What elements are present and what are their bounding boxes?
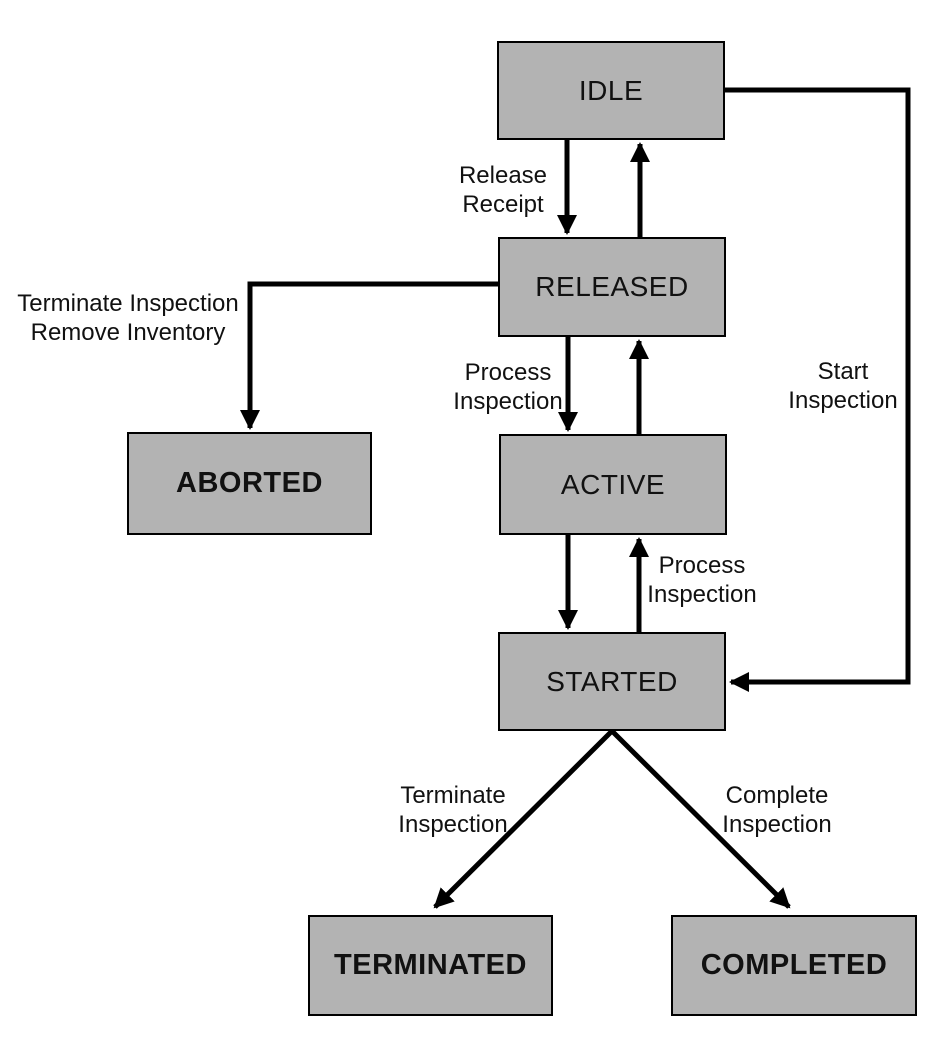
- state-box-idle: IDLE: [497, 41, 725, 140]
- state-label-released: RELEASED: [535, 271, 689, 302]
- edge-label-process-inspection-bottom: Process Inspection: [647, 552, 757, 608]
- edge-label-process-inspection-top: Process Inspection: [453, 359, 563, 415]
- arrow-idle-to-started: [725, 87, 911, 692]
- edge-label-start-inspection: Start Inspection: [788, 358, 898, 414]
- edge-label-release-receipt: Release Receipt: [458, 162, 548, 218]
- state-label-terminated: TERMINATED: [334, 949, 527, 981]
- state-box-released: RELEASED: [498, 237, 726, 337]
- state-box-active: ACTIVE: [499, 434, 727, 535]
- edge-label-terminate-inspection: Terminate Inspection: [398, 782, 508, 838]
- arrow-started-to-completed: [610, 729, 791, 909]
- arrow-released-to-aborted: [240, 281, 498, 430]
- state-label-started: STARTED: [546, 665, 678, 697]
- state-label-aborted: ABORTED: [176, 467, 323, 499]
- state-label-active: ACTIVE: [560, 468, 666, 500]
- state-box-completed: COMPLETED: [671, 915, 917, 1016]
- edge-label-complete-inspection: Complete Inspection: [722, 782, 832, 838]
- state-box-started: STARTED: [498, 632, 726, 731]
- state-label-completed: COMPLETED: [700, 949, 888, 981]
- state-box-aborted: ABORTED: [127, 432, 372, 535]
- state-label-idle: IDLE: [578, 74, 644, 106]
- arrow-started-to-terminated: [433, 729, 614, 909]
- edge-label-terminate-inspection-remove-inventory: Terminate Inspection Remove Inventory: [17, 290, 239, 346]
- state-box-terminated: TERMINATED: [308, 915, 553, 1016]
